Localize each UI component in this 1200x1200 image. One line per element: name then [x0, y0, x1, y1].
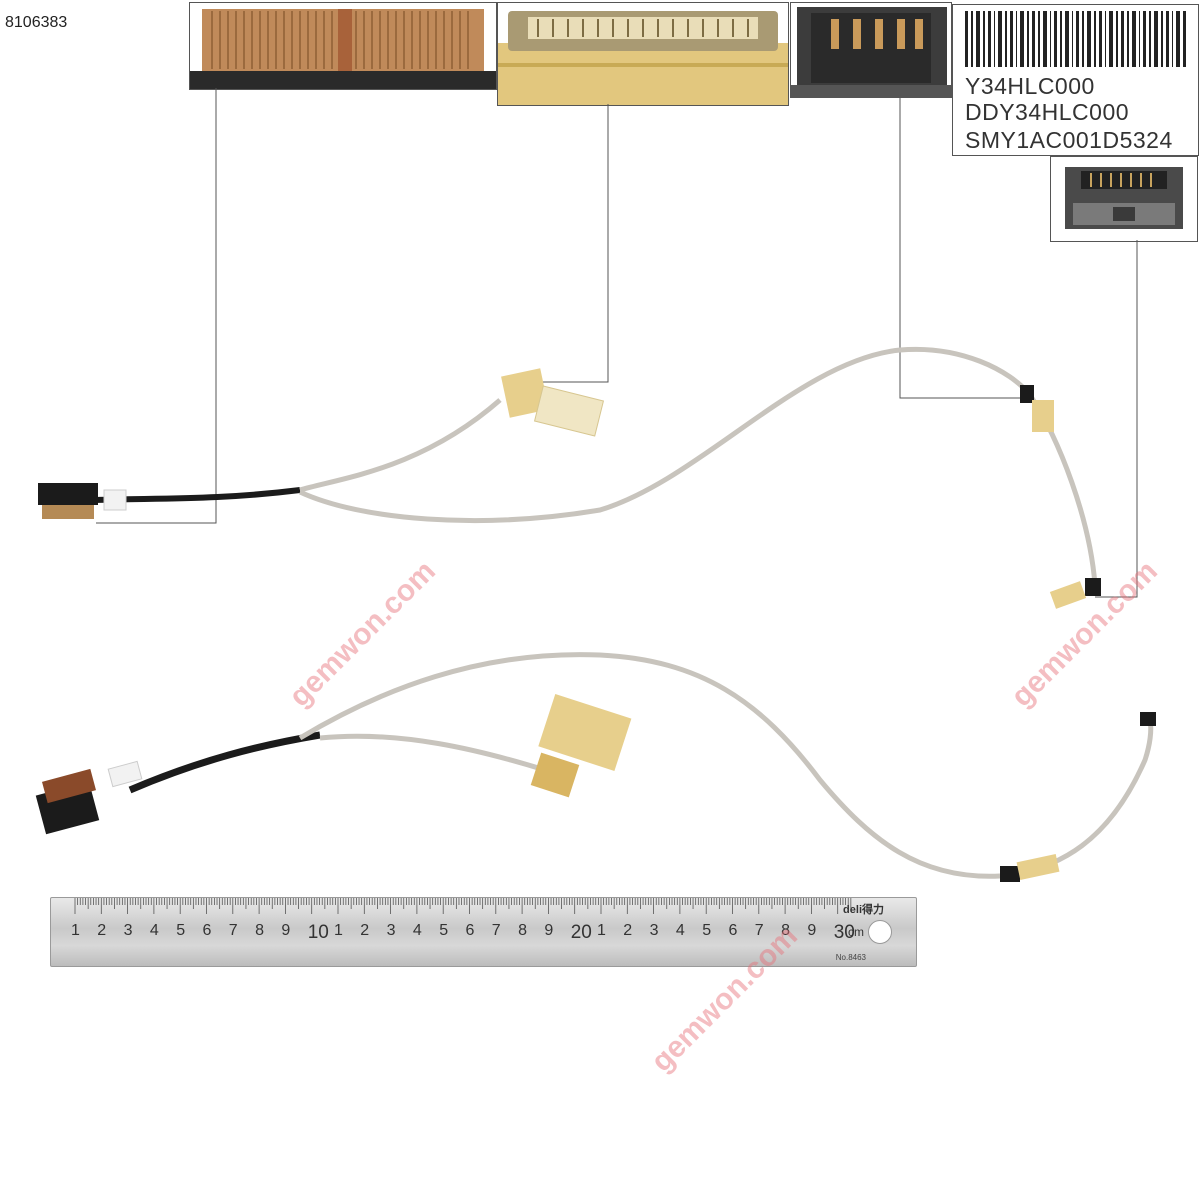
ruler-number: 1 — [334, 922, 343, 939]
cable-assembly-bottom — [35, 652, 1156, 882]
ruler-number: 20 — [570, 922, 592, 943]
ruler-number: 9 — [807, 922, 817, 939]
ruler-number: 8 — [255, 922, 264, 939]
inset-connector-closeup-4 — [1050, 156, 1198, 242]
ruler-ticks — [74, 898, 852, 914]
board-connector-image — [791, 7, 951, 97]
inset-connector-closeup-2 — [497, 2, 789, 106]
ruler-number: 1 — [71, 922, 80, 939]
ruler-number: 4 — [675, 922, 685, 939]
ruler-number: 5 — [176, 922, 186, 939]
ruler-number: 6 — [728, 922, 738, 939]
ruler-number: 9 — [544, 922, 554, 939]
camera-connector-image — [1065, 167, 1183, 229]
ruler-number: 4 — [149, 922, 159, 939]
ruler-number: 2 — [360, 922, 370, 939]
ruler-number: 4 — [412, 922, 422, 939]
ruler-number: 3 — [649, 922, 659, 939]
barcode-icon — [965, 11, 1186, 67]
ruler-brand: deli得力 — [843, 904, 884, 916]
ruler-number: 6 — [465, 922, 475, 939]
ruler-number: 9 — [281, 922, 291, 939]
ruler-number: 2 — [623, 922, 633, 939]
lcd-connector-image — [498, 11, 788, 105]
ruler-number: 10 — [307, 922, 329, 943]
inset-connector-closeup-3 — [790, 2, 952, 98]
ruler-number: 1 — [597, 922, 606, 939]
product-sku: 8106383 — [5, 14, 68, 31]
ruler-number: 5 — [702, 922, 712, 939]
ruler-number: 6 — [202, 922, 212, 939]
ruler-number: 7 — [491, 922, 501, 939]
label-line-3: SMY1AC001D5324 — [965, 127, 1173, 153]
edp-connector-top — [38, 483, 98, 505]
ruler-number: 3 — [386, 922, 396, 939]
lcd-connector-top — [501, 368, 549, 418]
label-line-1: Y34HLC000 — [965, 73, 1095, 99]
ruler-number: 30 — [833, 922, 855, 943]
cable-assembly-top — [38, 346, 1101, 609]
inset-connector-closeup-1 — [189, 2, 497, 90]
copper-connector-image — [190, 9, 496, 89]
part-number-label: Y34HLC000 DDY34HLC000 SMY1AC001D5324 — [952, 4, 1199, 156]
ruler-number: 8 — [518, 922, 527, 939]
ruler-unit: cm — [848, 925, 864, 939]
ruler-number: 5 — [439, 922, 449, 939]
ruler-number: 7 — [228, 922, 238, 939]
label-line-2: DDY34HLC000 — [965, 99, 1130, 125]
ruler-number: 8 — [781, 922, 790, 939]
ruler-hang-hole — [868, 920, 892, 944]
lcd-connector-bottom — [538, 693, 632, 771]
ruler-model: No.8463 — [835, 953, 866, 962]
callout-lines — [96, 88, 1138, 598]
ruler-number: 3 — [123, 922, 133, 939]
ruler-number: 7 — [754, 922, 764, 939]
ruler-number: 2 — [97, 922, 107, 939]
